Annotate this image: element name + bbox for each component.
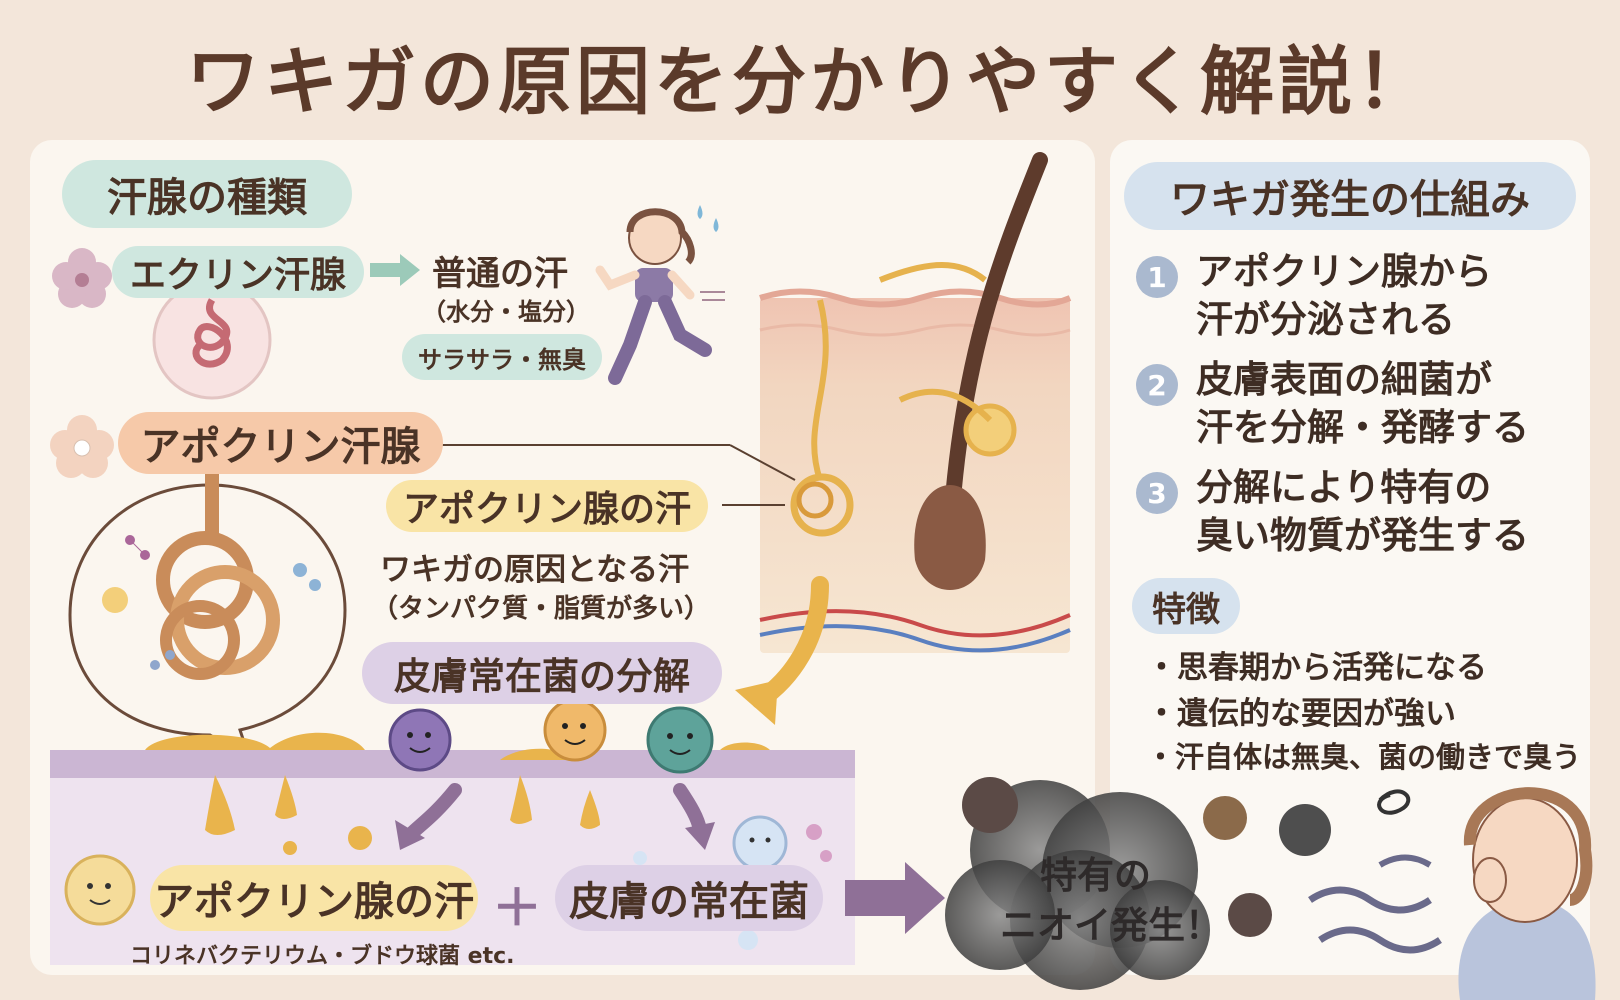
running-woman-illustration (595, 205, 725, 385)
step-2-number: 2 (1136, 364, 1178, 406)
flower-icon-apocrine (50, 415, 114, 478)
plus-sign: ＋ (492, 879, 542, 937)
bottom-apocrine-sweat-label: アポクリン腺の汗 (150, 865, 478, 931)
woman-covering-nose-illustration (1279, 787, 1596, 1000)
step-1-line-1: アポクリン腺から (1196, 250, 1492, 293)
step-2-text: 皮膚表面の細菌が 汗を分解・発酵する (1196, 356, 1529, 452)
odor-smoke-cloud (945, 777, 1272, 990)
apocrine-gland-bubble (68, 465, 347, 764)
bacteria-examples: コリネバクテリウム・ブドウ球菌 etc. (130, 944, 515, 969)
bacteria-characters (64, 698, 832, 950)
step-3-text: 分解により特有の 臭い物質が発生する (1196, 464, 1529, 560)
step-1-text: アポクリン腺から 汗が分泌される (1196, 248, 1492, 344)
eccrine-tag: サラサラ・無臭 (402, 334, 602, 380)
feature-item-3: ・汗自体は無臭、菌の働きで臭う (1146, 740, 1582, 774)
step-1-line-2: 汗が分泌される (1196, 298, 1455, 341)
skin-cross-section-illustration (759, 152, 1072, 653)
step-3-number: 3 (1136, 472, 1178, 514)
eccrine-gland-illustration (152, 280, 272, 400)
feature-item-1: ・思春期から活発になる (1146, 650, 1487, 686)
apocrine-gland-label: アポクリン汗腺 (118, 412, 443, 474)
apocrine-sweat-label: アポクリン腺の汗 (386, 480, 708, 532)
connector-lines (440, 444, 796, 506)
step-3-line-1: 分解により特有の (1196, 466, 1492, 509)
decomposition-label: 皮膚常在菌の分解 (362, 642, 722, 704)
curved-arrow-down (735, 576, 829, 725)
eccrine-gland-label: エクリン汗腺 (112, 246, 364, 298)
step-2-line-2: 汗を分解・発酵する (1196, 406, 1529, 449)
mechanism-title: ワキガ発生の仕組み (1124, 162, 1576, 230)
step-2-line-1: 皮膚表面の細菌が (1196, 358, 1492, 401)
section-label-sweat-gland-types: 汗腺の種類 (62, 160, 352, 228)
feature-item-2: ・遺伝的な要因が強い (1146, 696, 1456, 732)
step-1-number: 1 (1136, 256, 1178, 298)
odor-result-line-2: ニオイ発生！ (1000, 904, 1222, 947)
decomposition-arrows (395, 783, 945, 934)
apocrine-desc-2: （タンパク質・脂質が多い） (372, 594, 711, 624)
eccrine-sweat-sub: （水分・塩分） (422, 298, 590, 326)
eccrine-sweat-title: 普通の汗 (432, 254, 568, 294)
page-title: ワキガの原因を分かりやすく解説！ (186, 39, 1434, 125)
bottom-bacteria-label: 皮膚の常在菌 (555, 865, 823, 931)
apocrine-desc-1: ワキガの原因となる汗 (380, 552, 690, 588)
odor-result-line-1: 特有の (1040, 854, 1151, 897)
flower-icon-eccrine (52, 248, 112, 308)
eccrine-arrow (370, 254, 420, 286)
features-title: 特徴 (1132, 578, 1240, 634)
step-3-line-2: 臭い物質が発生する (1196, 514, 1529, 557)
